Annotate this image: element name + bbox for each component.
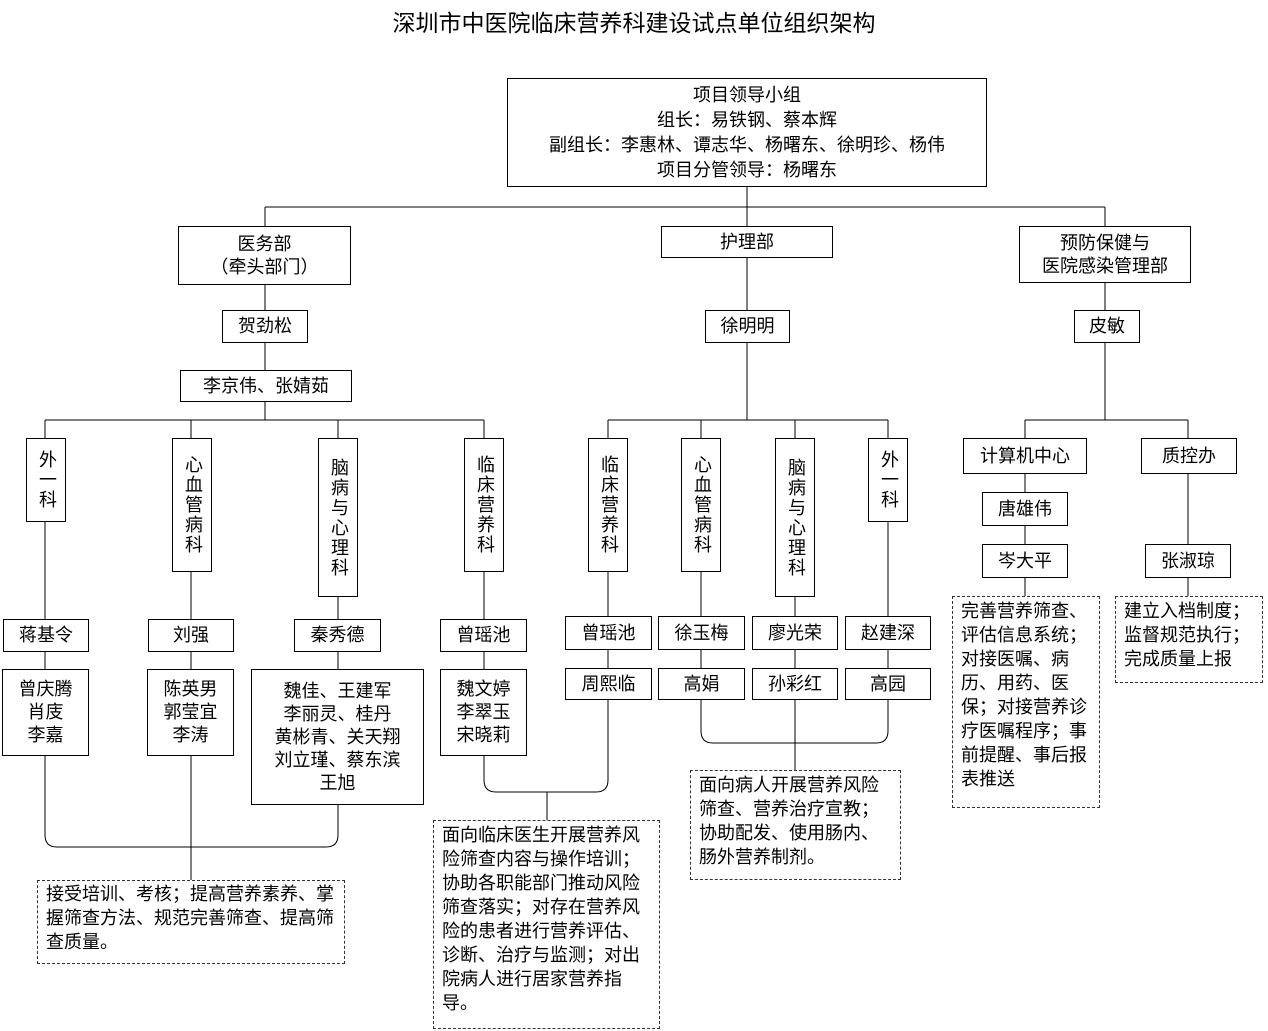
nursing-member-box: 周熙临 [565, 668, 652, 700]
medical-members-box: 陈英男 郭莹宜 李涛 [147, 669, 234, 756]
training-note: 接受培训、考核；提高营养素养、掌握筛查方法、规范完善筛查、提高筛查质量。 [37, 880, 345, 964]
quality-note: 建立入档制度；监督规范执行；完成质量上报 [1115, 596, 1263, 683]
unit-name: 脑病与心理科 [328, 457, 349, 578]
medical-lead-box: 刘强 [148, 619, 234, 652]
medical-members-box: 魏文婷 李翠玉 宋晓莉 [440, 669, 527, 756]
medical-head-box: 贺劲松 [222, 310, 308, 343]
nursing-unit-cardiology-box: 心血管病科 [681, 438, 721, 572]
nursing-lead-box: 曾瑶池 [565, 616, 652, 650]
quality-office-box: 质控办 [1141, 438, 1237, 474]
nursing-member-box: 高园 [845, 668, 931, 700]
page-title: 深圳市中医院临床营养科建设试点单位组织架构 [392, 11, 876, 37]
leadership-group-box: 项目领导小组 组长：易铁钢、蔡本辉 副组长：李惠林、谭志华、杨曙东、徐明珍、杨伟… [507, 78, 987, 187]
nursing-unit-nutrition-box: 临床营养科 [588, 438, 628, 572]
computer-lead-box: 唐雄伟 [982, 492, 1068, 526]
nursing-note: 面向病人开展营养风险筛查、营养治疗宣教；协助配发、使用肠内、肠外营养制剂。 [690, 770, 901, 880]
nursing-member-box: 高娟 [658, 668, 745, 700]
nursing-unit-neuro-box: 脑病与心理科 [775, 438, 815, 597]
medical-lead-box: 蒋基令 [3, 619, 89, 652]
nursing-dept-box: 护理部 [661, 226, 833, 258]
medical-deputies-box: 李京伟、张婧茹 [180, 370, 352, 402]
unit-name: 心血管病科 [182, 455, 203, 555]
quality-lead-box: 张淑琼 [1145, 544, 1231, 578]
medical-lead-box: 秦秀德 [294, 619, 381, 652]
computer-member-box: 岑大平 [982, 544, 1068, 578]
medical-unit-surgery-box: 外一科 [26, 438, 66, 522]
nursing-lead-box: 赵建深 [845, 616, 931, 650]
deputies-line: 副组长：李惠林、谭志华、杨曙东、徐明珍、杨伟 [549, 135, 945, 156]
unit-name: 临床营养科 [474, 455, 495, 555]
computer-center-note: 完善营养筛查、评估信息系统；对接医嘱、病历、用药、医保；对接营养诊疗医嘱程序；事… [952, 596, 1100, 808]
leaders-line: 组长：易铁钢、蔡本辉 [657, 110, 837, 131]
medical-lead-box: 曾瑶池 [440, 619, 527, 652]
medical-dept-box: 医务部 （牵头部门） [178, 226, 351, 285]
unit-name: 心血管病科 [691, 455, 712, 555]
unit-name: 脑病与心理科 [785, 457, 806, 578]
nursing-head-box: 徐明明 [705, 310, 790, 343]
unit-name: 外一科 [36, 450, 57, 510]
unit-name: 外一科 [878, 450, 899, 510]
nursing-lead-box: 廖光荣 [752, 616, 838, 650]
medical-unit-neuro-box: 脑病与心理科 [318, 438, 358, 597]
computer-center-box: 计算机中心 [963, 438, 1087, 474]
prevention-dept-box: 预防保健与 医院感染管理部 [1019, 226, 1191, 283]
medical-members-box: 魏佳、王建军 李丽灵、桂丹 黄彬青、关天翔 刘立瑾、蔡东滨 王旭 [251, 669, 424, 805]
nursing-member-box: 孙彩红 [752, 668, 838, 700]
medical-unit-nutrition-box: 临床营养科 [464, 438, 504, 572]
leadership-heading: 项目领导小组 [693, 85, 801, 106]
nursing-lead-box: 徐玉梅 [658, 616, 745, 650]
medical-unit-cardiology-box: 心血管病科 [172, 438, 212, 572]
nutrition-dept-note: 面向临床医生开展营养风险筛查内容与操作培训；协助各职能部门推动风险筛查落实；对存… [433, 820, 660, 1029]
medical-members-box: 曾庆腾 肖庋 李嘉 [2, 669, 89, 756]
project-lead-line: 项目分管领导：杨曙东 [657, 160, 837, 181]
unit-name: 临床营养科 [598, 455, 619, 555]
nursing-unit-surgery-box: 外一科 [868, 438, 908, 522]
prevention-head-box: 皮敏 [1074, 310, 1140, 343]
